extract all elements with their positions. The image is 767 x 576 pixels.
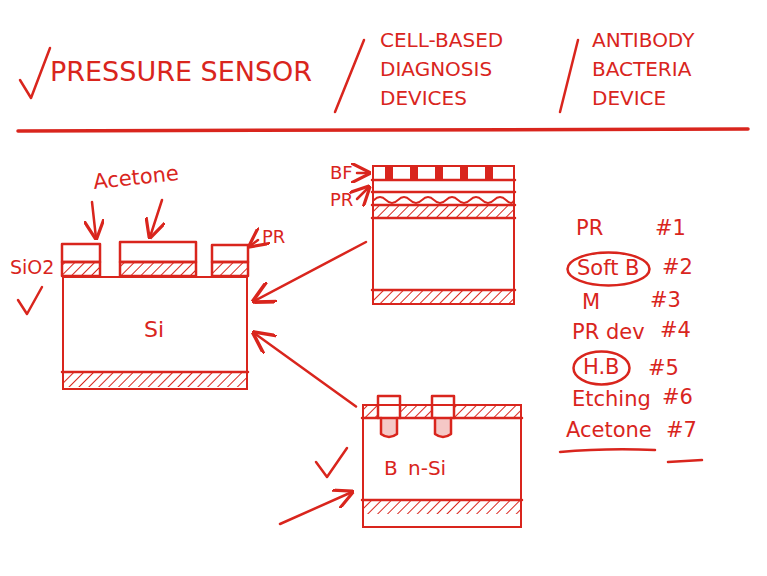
check-mark: [20, 48, 50, 98]
circled-step: H.B: [572, 350, 631, 386]
circled-step: Soft B: [566, 251, 651, 287]
node-text: PR: [330, 189, 353, 211]
step-name: M: [582, 290, 600, 315]
layer-line: [362, 499, 522, 502]
layer-stack: BFPR: [372, 165, 515, 305]
acetone-arrow: [92, 202, 96, 238]
section-heading: PRESSURE SENSOR: [50, 56, 312, 88]
silicon-substrate: Si: [62, 276, 248, 390]
boron-pocket: [435, 418, 451, 437]
layer-line: [372, 289, 515, 292]
bf-pattern: [435, 166, 443, 179]
circle-outline: [568, 253, 650, 286]
backside-layer: [64, 372, 246, 387]
bf-pattern: [385, 166, 393, 179]
doped-wafer: Bn-Si: [362, 404, 522, 528]
photoresist-block: [120, 242, 196, 262]
section-heading: CELL-BASED DIAGNOSIS DEVICES: [380, 26, 540, 113]
underline: [560, 449, 655, 452]
pointer-arrow: [280, 492, 352, 524]
leader-arrow: [357, 187, 369, 199]
oxide-layer: [400, 406, 432, 418]
layer-line: [372, 217, 515, 220]
node-text: H.B: [583, 355, 620, 380]
flow-arrow: [254, 242, 366, 301]
bf-pattern: [485, 166, 493, 179]
photoresist-block: [212, 245, 248, 262]
acetone-arrow: [150, 200, 162, 237]
step-name: Etching: [572, 387, 651, 412]
photoresist-bump: [432, 396, 454, 418]
step-number: #6: [662, 385, 693, 410]
solvent-label: Acetone: [92, 161, 180, 195]
node-text: B: [384, 456, 398, 480]
step-number: #3: [650, 288, 681, 313]
check-mark: [316, 448, 347, 477]
step-name: PR: [576, 216, 603, 241]
oxide-layer: [454, 406, 520, 418]
step-number: #4: [660, 318, 691, 343]
bf-pattern: [410, 166, 418, 179]
step-number: #1: [655, 216, 686, 241]
underline: [668, 460, 702, 462]
layer-line: [372, 191, 515, 194]
step-number: #2: [662, 255, 693, 280]
step-name: Acetone: [566, 418, 652, 443]
layer-line: [62, 371, 248, 374]
section-heading: ANTIBODY BACTERIA DEVICE: [592, 26, 727, 113]
leader-arrow: [357, 172, 369, 175]
step-number: #5: [648, 356, 679, 381]
node-text: n-Si: [408, 456, 446, 480]
oxide-layer: [364, 406, 378, 418]
divider-slash: [335, 40, 364, 112]
node-text: Si: [144, 317, 164, 343]
divider-slash: [560, 40, 578, 112]
circle-outline: [574, 352, 630, 385]
step-name: PR dev: [572, 320, 645, 345]
oxide-layer: [120, 262, 196, 276]
oxide-layer: [212, 262, 248, 276]
oxide-layer: [374, 205, 513, 218]
layer-label: SiO2: [10, 256, 54, 279]
leader-arrow: [250, 240, 258, 246]
step-number: #7: [666, 418, 697, 443]
bf-pattern: [460, 166, 468, 179]
backside-layer: [364, 500, 520, 514]
flow-arrow: [254, 333, 356, 406]
check-mark: [18, 287, 42, 314]
heading-rule: [18, 129, 748, 131]
wavy-layer: [374, 197, 514, 203]
layer-label: PR: [262, 226, 285, 248]
backside-layer: [374, 290, 513, 303]
photoresist-bump: [378, 396, 400, 418]
photoresist-block: [62, 244, 100, 262]
node-text: Soft B: [577, 256, 640, 281]
boron-pocket: [381, 418, 397, 437]
node-text: BF: [330, 162, 353, 184]
oxide-layer: [62, 262, 100, 276]
layer-line: [372, 179, 515, 182]
